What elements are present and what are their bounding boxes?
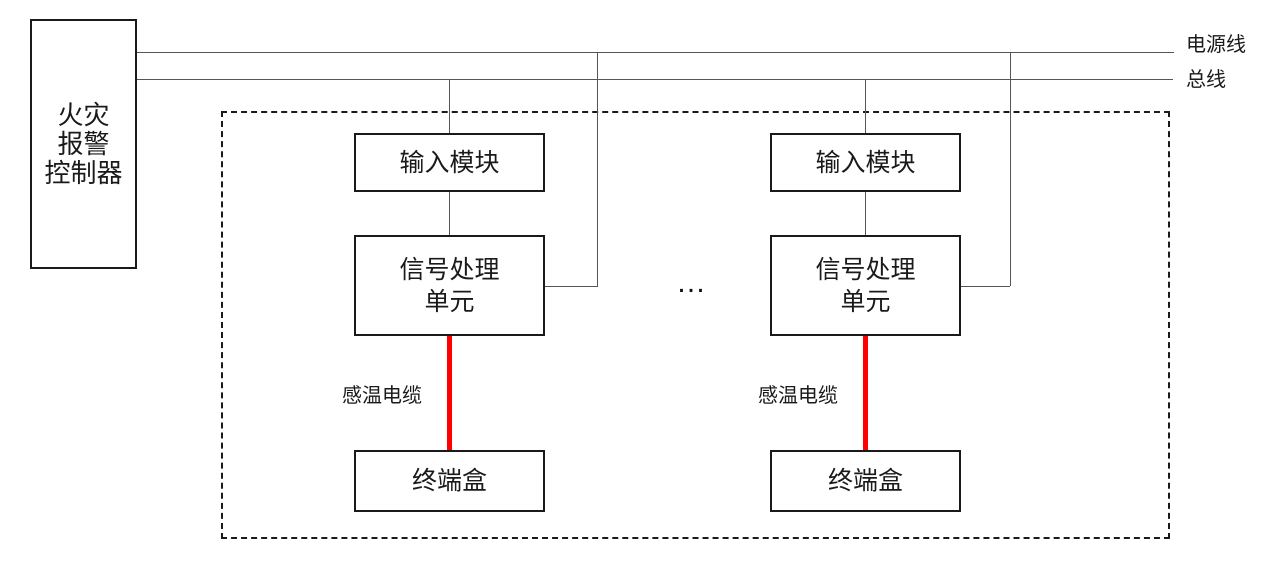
- power-line: [137, 52, 1174, 54]
- module-link-line-2: [865, 192, 867, 235]
- bus-line: [137, 79, 1173, 81]
- power-drop-line-2: [1010, 52, 1012, 286]
- controller-label-line3: 控制器: [44, 157, 123, 188]
- input-module-label-2: 输入模块: [815, 148, 916, 177]
- signal-unit-label-1-line2: 单元: [424, 287, 475, 316]
- signal-unit-label-2-line1: 信号处理: [815, 255, 916, 284]
- sensing-cable-label-1: 感温电缆: [342, 385, 422, 407]
- signal-processing-unit-box-2: 信号处理 单元: [770, 235, 961, 336]
- fire-alarm-controller-box: 火灾 报警 控制器: [30, 19, 137, 269]
- input-module-label-1: 输入模块: [399, 148, 500, 177]
- input-module-box-1: 输入模块: [354, 133, 545, 192]
- terminal-box-1: 终端盒: [354, 450, 545, 512]
- module-link-line-1: [449, 192, 451, 235]
- sensing-cable-2: [863, 336, 868, 450]
- signal-unit-label-1-line1: 信号处理: [399, 255, 500, 284]
- signal-unit-label-2-line2: 单元: [840, 287, 891, 316]
- signal-processing-unit-box-1: 信号处理 单元: [354, 235, 545, 336]
- controller-label-line1: 火灾: [57, 99, 110, 130]
- terminal-box-label-1: 终端盒: [411, 467, 487, 495]
- power-branch-line-2: [961, 286, 1010, 288]
- detection-zone-dashed-boundary: [221, 111, 1170, 539]
- more-channels-ellipsis: …: [676, 266, 708, 299]
- bus-line-label: 总线: [1186, 69, 1226, 91]
- input-module-box-2: 输入模块: [770, 133, 961, 192]
- power-drop-line-1: [597, 52, 599, 286]
- terminal-box-label-2: 终端盒: [827, 467, 903, 495]
- bus-drop-line-2: [865, 79, 867, 133]
- terminal-box-2: 终端盒: [770, 450, 961, 512]
- power-line-label: 电源线: [1186, 34, 1246, 56]
- sensing-cable-label-2: 感温电缆: [758, 385, 838, 407]
- power-branch-line-1: [545, 286, 598, 288]
- bus-drop-line-1: [449, 79, 451, 133]
- sensing-cable-1: [447, 336, 452, 450]
- controller-label-line2: 报警: [57, 128, 110, 159]
